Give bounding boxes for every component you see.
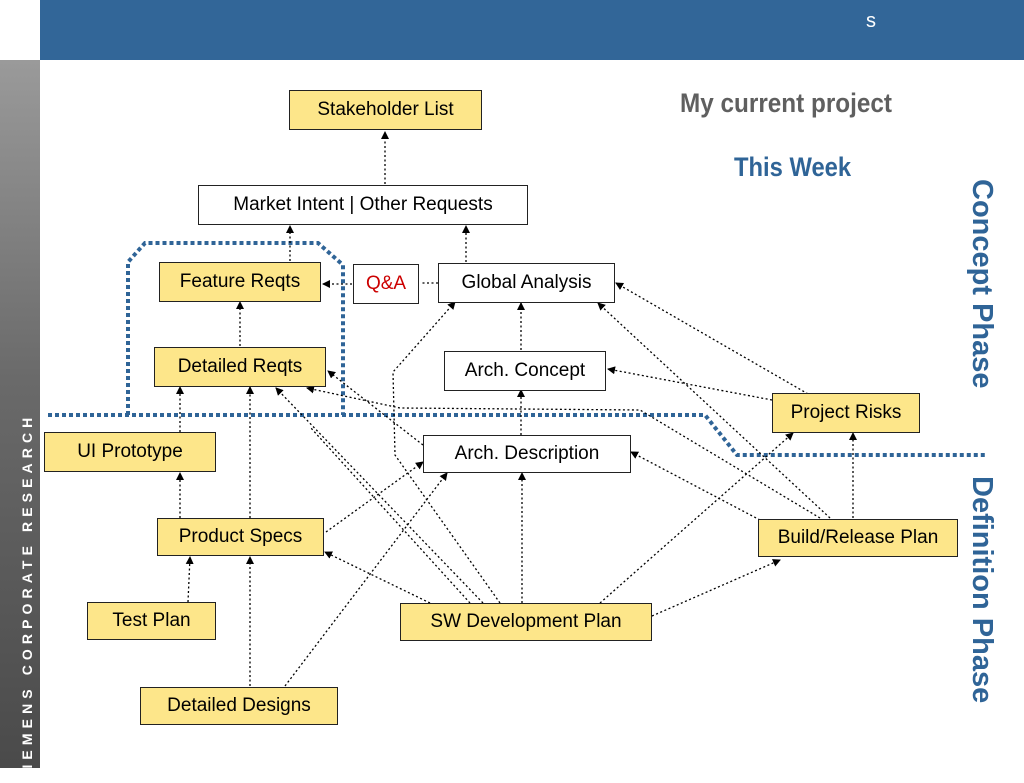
edge-swdev-to-specs [324, 551, 431, 604]
node-project-risks: Project Risks [772, 393, 920, 433]
project-title: My current project [680, 88, 893, 118]
node-ui-prototype: UI Prototype [44, 432, 216, 472]
header-bar: s [40, 0, 1024, 60]
header-corner-letter: s [866, 10, 876, 32]
edge-specs-to-archdesc [325, 461, 424, 533]
node-detailed-reqts: Detailed Reqts [154, 347, 326, 387]
edge-build-to-global [597, 302, 831, 519]
node-market-intent: Market Intent | Other Requests [198, 185, 528, 225]
node-feature-reqts: Feature Reqts [159, 262, 321, 302]
node-global-analysis: Global Analysis [438, 263, 615, 303]
node-arch-concept: Arch. Concept [444, 351, 606, 391]
node-test-plan: Test Plan [87, 602, 216, 640]
edge-swdev-to-detailed [275, 387, 484, 604]
node-detailed-designs: Detailed Designs [140, 687, 338, 725]
node-sw-development-plan: SW Development Plan [400, 603, 652, 641]
edge-swdev-to-global [392, 301, 501, 604]
node-product-specs: Product Specs [157, 518, 324, 556]
concept-boundary-line [126, 241, 345, 415]
edge-swdev-to-build [651, 559, 781, 617]
edge-build-to-archdesc [630, 451, 761, 521]
sidebar-band: SIEMENS CORPORATE RESEARCH [0, 60, 40, 783]
week-subtitle: This Week [734, 152, 852, 182]
phase-divider-line [48, 413, 985, 457]
edge-risks-to-archconcept [607, 366, 773, 401]
node-build-release-plan: Build/Release Plan [758, 519, 958, 557]
node-stakeholder-list: Stakeholder List [289, 90, 482, 130]
concept-phase-label: Concept Phase [966, 179, 998, 389]
node-qa: Q&A [353, 264, 419, 304]
edge-archdesc-to-detailed [327, 370, 424, 446]
edge-test-to-specs [185, 556, 194, 603]
definition-phase-label: Definition Phase [966, 476, 998, 704]
edge-designs-to-archdesc [284, 472, 448, 687]
edge-build-to-detailed [306, 385, 821, 519]
node-arch-description: Arch. Description [423, 435, 631, 473]
edge-risks-to-global [615, 282, 809, 395]
edge-swdev-to-uiprototype-area [309, 426, 471, 604]
